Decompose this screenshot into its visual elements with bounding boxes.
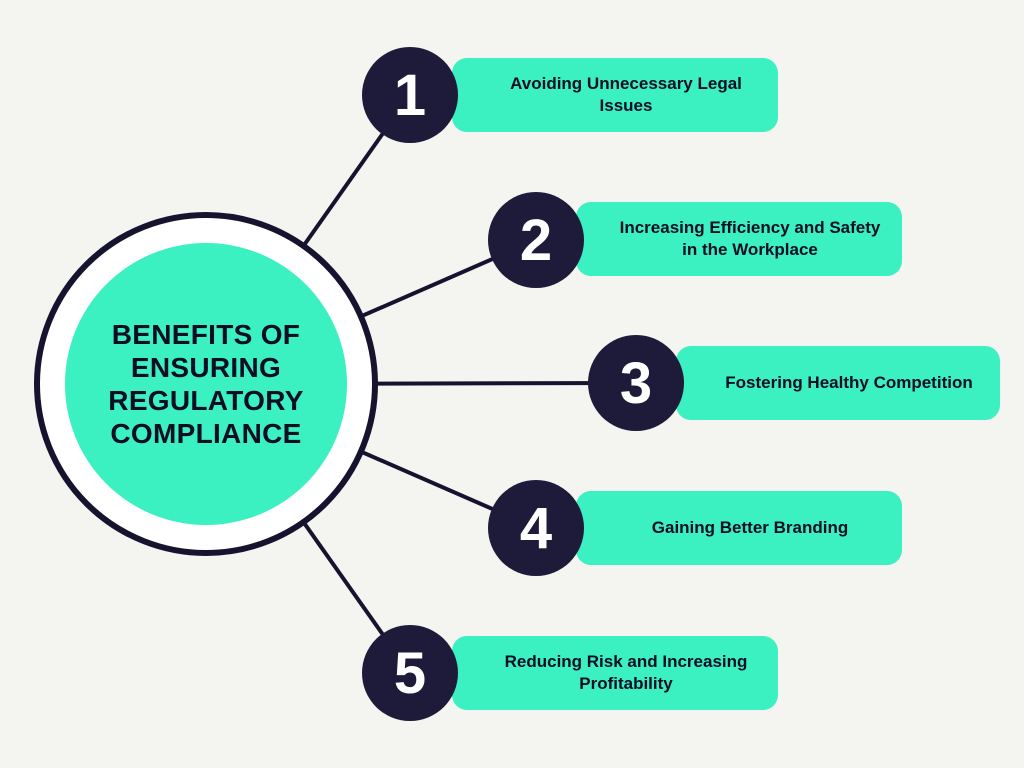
item-number-badge: 5 <box>362 625 458 721</box>
item-label-pill: Reducing Risk and Increasing Profitabili… <box>452 636 778 710</box>
item-label-pill: Increasing Efficiency and Safety in the … <box>576 202 902 276</box>
item-label-pill: Avoiding Unnecessary Legal Issues <box>452 58 778 132</box>
item-number: 2 <box>519 207 553 273</box>
item-number-badge: 4 <box>488 480 584 576</box>
item-label-pill: Gaining Better Branding <box>576 491 902 565</box>
item-label-pill: Fostering Healthy Competition <box>676 346 1000 420</box>
item-number: 3 <box>619 350 653 416</box>
central-title: BENEFITS OF ENSURING REGULATORY COMPLIAN… <box>108 318 304 450</box>
item-number: 1 <box>393 62 427 128</box>
central-circle: BENEFITS OF ENSURING REGULATORY COMPLIAN… <box>34 212 378 556</box>
item-number-badge: 2 <box>488 192 584 288</box>
item-number: 5 <box>393 640 427 706</box>
central-circle-inner: BENEFITS OF ENSURING REGULATORY COMPLIAN… <box>65 243 347 525</box>
item-label: Fostering Healthy Competition <box>725 373 973 393</box>
item-label: Increasing Efficiency and Safety in the … <box>619 218 881 259</box>
item-number: 4 <box>519 495 553 561</box>
item-label: Avoiding Unnecessary Legal Issues <box>510 74 742 115</box>
item-number-badge: 1 <box>362 47 458 143</box>
item-number-badge: 3 <box>588 335 684 431</box>
item-label: Gaining Better Branding <box>651 518 849 538</box>
item-label: Reducing Risk and Increasing Profitabili… <box>504 652 748 693</box>
